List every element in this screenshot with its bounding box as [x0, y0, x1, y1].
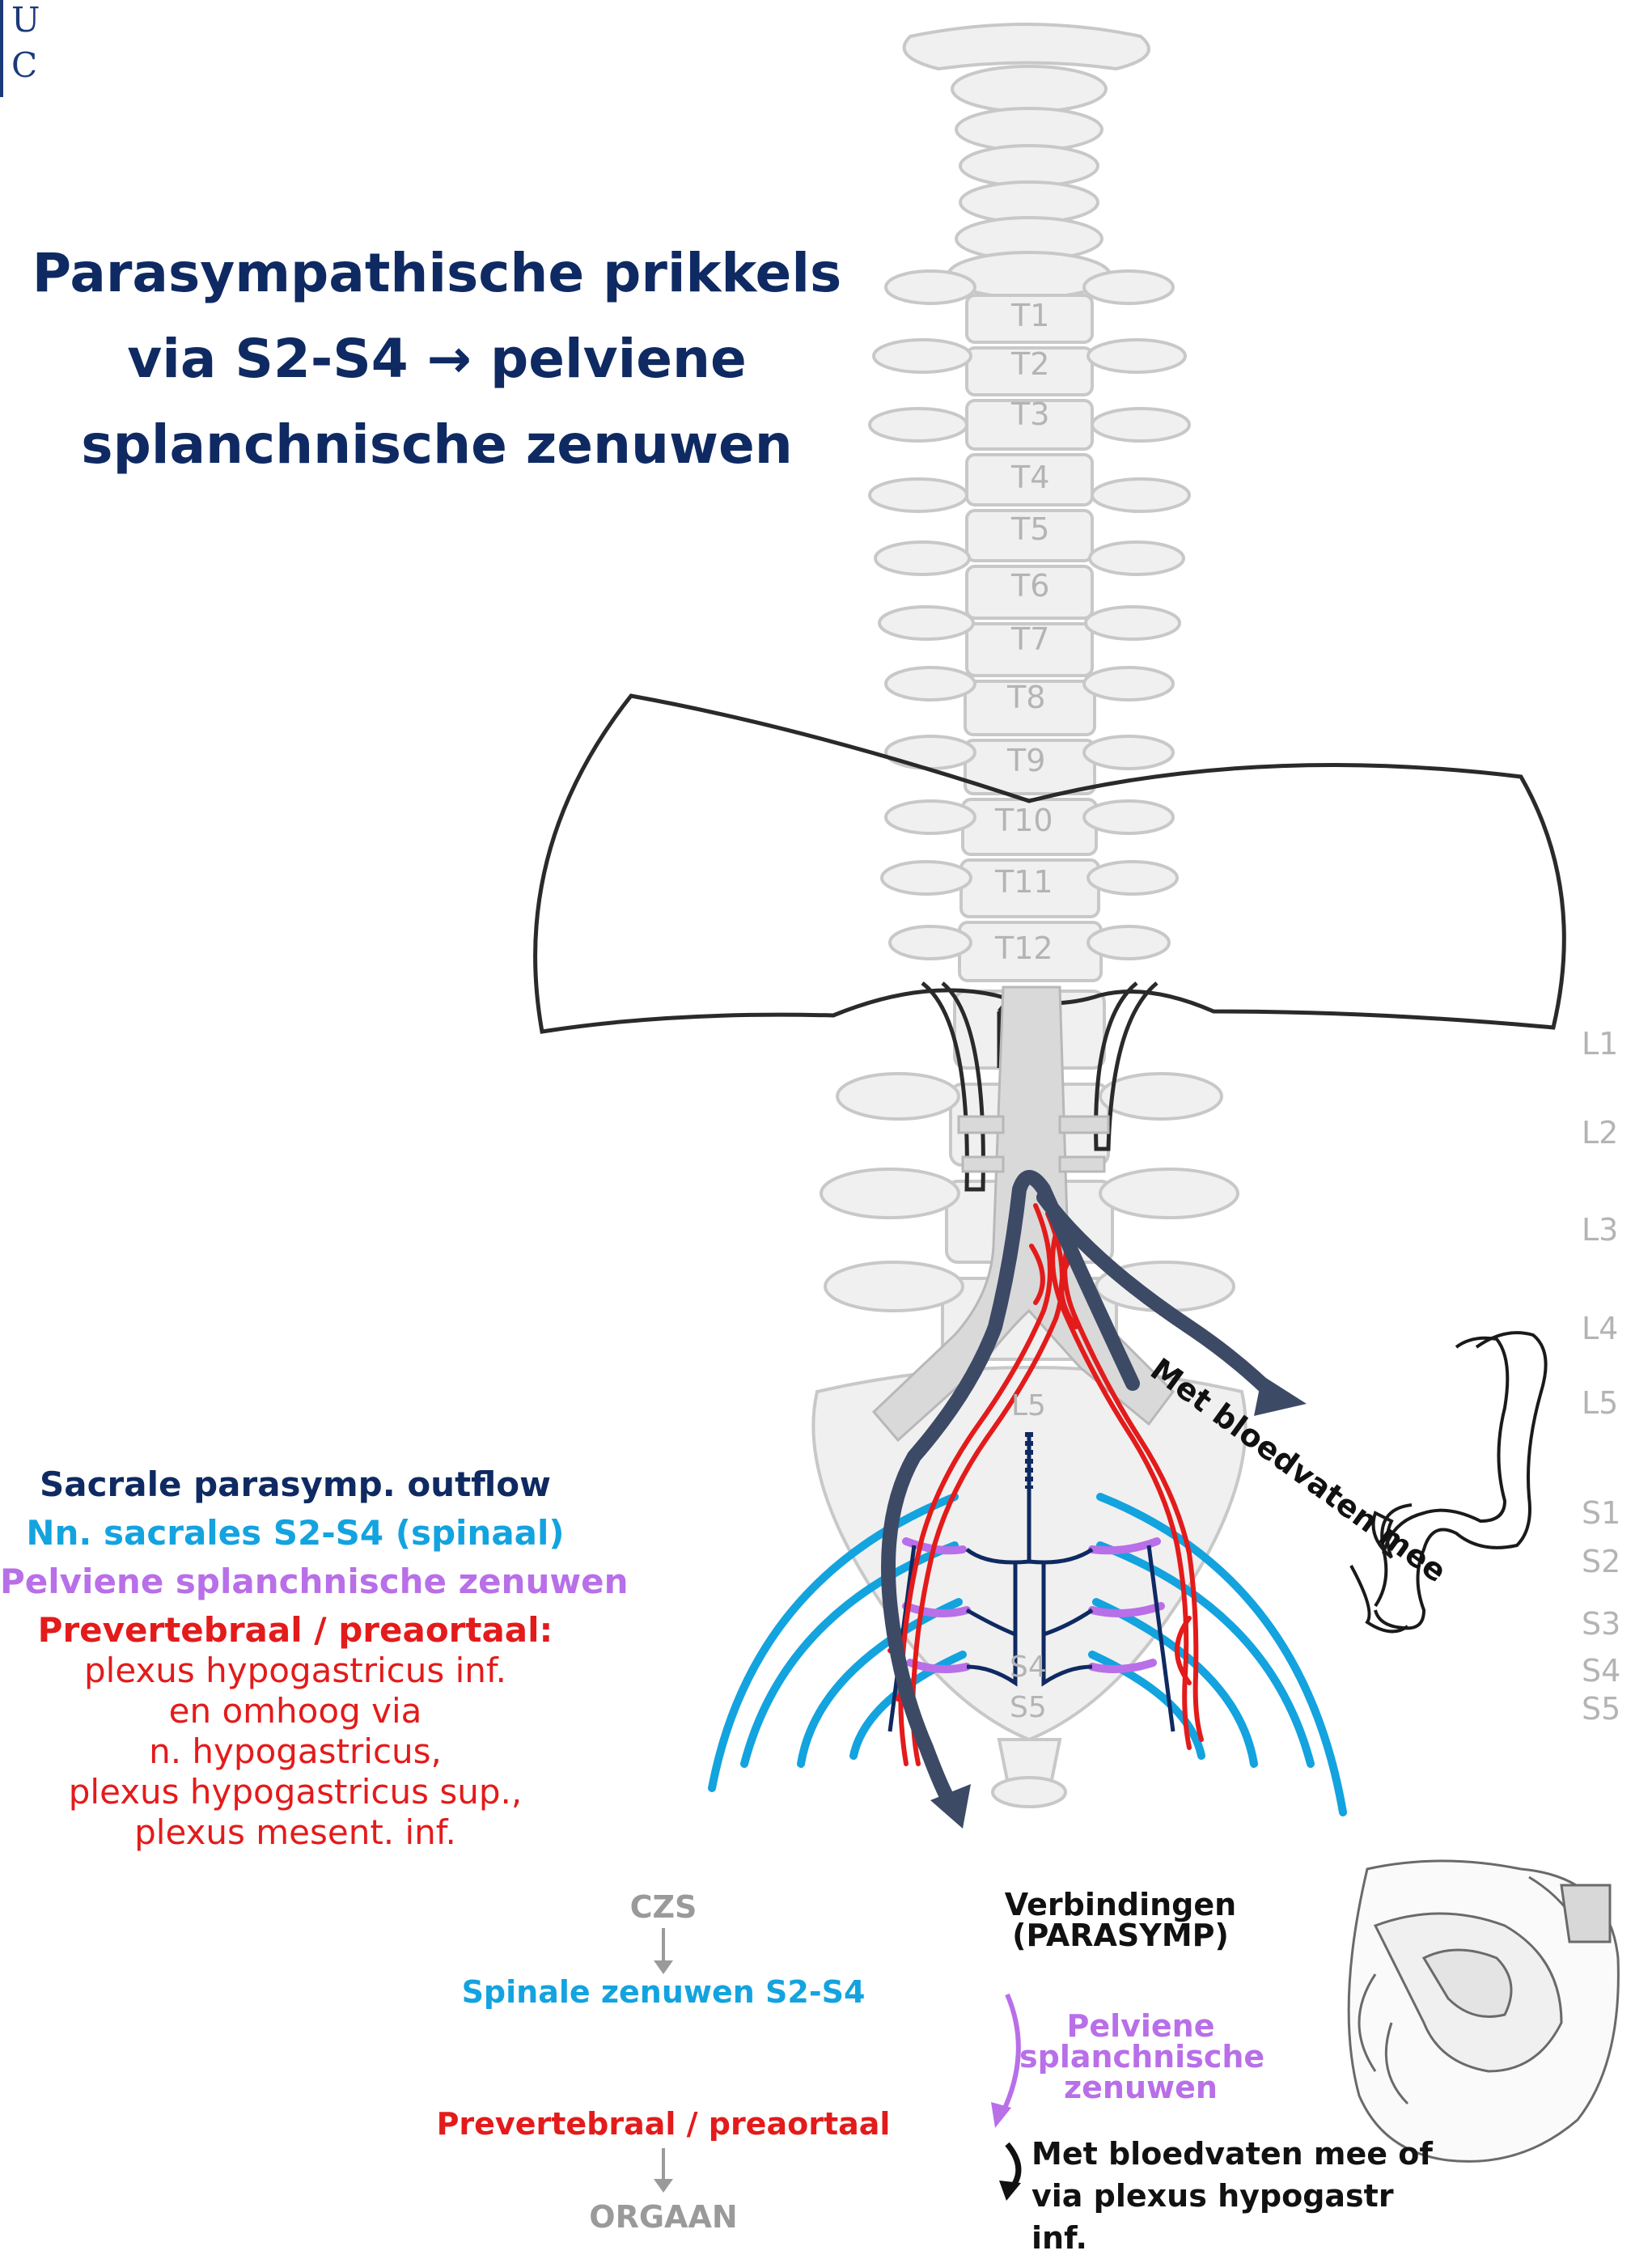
connections-bv-line-2: via plexus hypogastr inf.	[1031, 2175, 1436, 2259]
legend-prevertebral-line: en omhoog via	[0, 1691, 591, 1731]
vertebra-label-s4: S4	[1582, 1653, 1620, 1689]
legend: Sacrale parasymp. outflow Nn. sacrales S…	[0, 1464, 591, 1853]
cervical-spine	[904, 24, 1149, 298]
colon-illustration	[1351, 1333, 1546, 1631]
vertebra-label-l1: L1	[1582, 1026, 1618, 1062]
center-label-l5: L5	[1011, 1389, 1046, 1422]
pelvic-connection-arrow	[1003, 1994, 1019, 2112]
legend-spinal: Nn. sacrales S2-S4 (spinaal)	[0, 1513, 591, 1553]
center-label-s5: S5	[1010, 1691, 1047, 1724]
connections-title-line-1: Verbindingen	[975, 1889, 1266, 1920]
vertebra-label-t3: T3	[1011, 396, 1049, 432]
center-label-s4: S4	[1010, 1651, 1047, 1684]
flow-czs: CZS	[582, 1889, 744, 1925]
connections-title: Verbindingen (PARASYMP)	[975, 1889, 1266, 1951]
legend-pelvic: Pelviene splanchnische zenuwen	[0, 1562, 591, 1602]
legend-prevertebral-title: Prevertebraal / preaortaal:	[0, 1610, 591, 1651]
connections-bv-line-1: Met bloedvaten mee of	[1031, 2133, 1436, 2175]
vertebra-label-t4: T4	[1011, 460, 1049, 495]
flow-arrows	[654, 1928, 673, 2193]
legend-prevertebral-line: plexus mesent. inf.	[0, 1812, 591, 1853]
vertebra-label-t7: T7	[1011, 621, 1049, 657]
vertebra-label-s5: S5	[1582, 1691, 1620, 1727]
vertebra-label-l5: L5	[1582, 1385, 1618, 1421]
vertebra-label-t2: T2	[1011, 346, 1049, 382]
vertebra-label-t8: T8	[1007, 680, 1045, 715]
connections-pelvic-line-2: splanchnische	[1019, 2041, 1262, 2072]
vertebra-label-t5: T5	[1011, 511, 1049, 547]
connections-title-line-2: (PARASYMP)	[975, 1920, 1266, 1951]
vertebra-label-t12: T12	[995, 930, 1053, 966]
connections-pelvic-line-3: zenuwen	[1019, 2072, 1262, 2103]
vertebra-label-t11: T11	[995, 864, 1053, 900]
vertebra-label-l2: L2	[1582, 1115, 1618, 1151]
vertebra-label-s1: S1	[1582, 1495, 1620, 1531]
vertebra-label-t9: T9	[1007, 743, 1045, 778]
flow-prevertebral: Prevertebraal / preaortaal	[421, 2106, 906, 2142]
connections-bloodvessels: Met bloedvaten mee of via plexus hypogas…	[1031, 2133, 1436, 2259]
connections-pelvic: Pelviene splanchnische zenuwen	[1019, 2011, 1262, 2103]
legend-prevertebral-line: plexus hypogastricus sup.,	[0, 1772, 591, 1812]
connections-pelvic-line-1: Pelviene	[1019, 2011, 1262, 2041]
vertebra-label-t10: T10	[995, 803, 1053, 838]
vertebra-label-t1: T1	[1011, 298, 1049, 333]
pelvis-sagittal-illustration	[1349, 1861, 1618, 2161]
legend-outflow: Sacrale parasymp. outflow	[0, 1464, 591, 1505]
legend-prevertebral-line: n. hypogastricus,	[0, 1731, 591, 1772]
arrowhead-right	[1254, 1375, 1307, 1416]
vertebra-label-l4: L4	[1582, 1311, 1618, 1346]
flow-organ: ORGAAN	[550, 2199, 777, 2235]
vertebra-label-t6: T6	[1011, 568, 1049, 604]
legend-prevertebral-line: plexus hypogastricus inf.	[0, 1651, 591, 1691]
vertebra-label-s3: S3	[1582, 1606, 1620, 1642]
vertebra-label-s2: S2	[1582, 1544, 1620, 1579]
bloodvessel-connection-arrowhead	[999, 2181, 1021, 2201]
vertebra-label-l3: L3	[1582, 1212, 1618, 1248]
flow-spinal: Spinale zenuwen S2-S4	[453, 1974, 874, 2010]
